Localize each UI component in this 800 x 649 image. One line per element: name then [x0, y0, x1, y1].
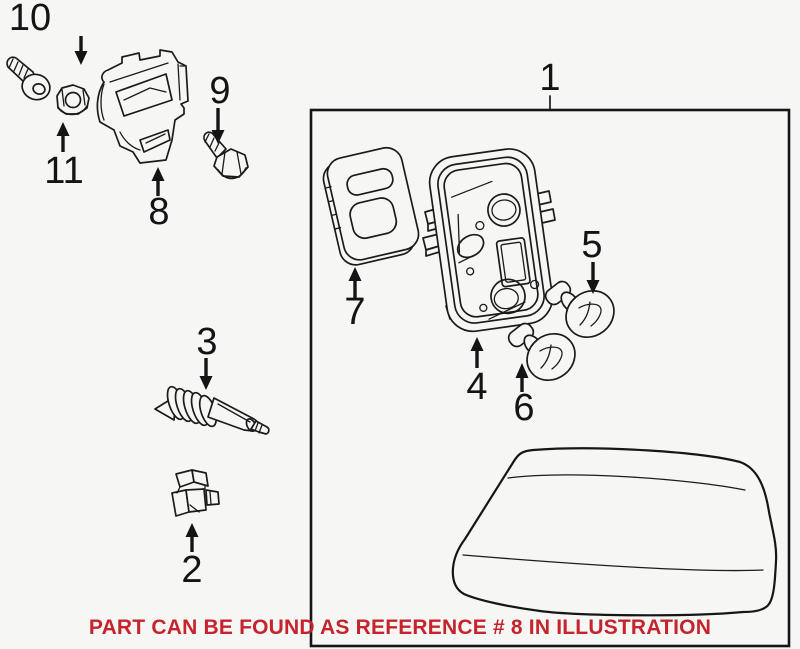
callout-label-9: 9: [209, 70, 231, 112]
callout-label-7: 7: [344, 291, 366, 333]
part-3-stud-drawing: [154, 385, 270, 435]
part-10-push-rivet-drawing: [6, 56, 51, 101]
arrow-to-part-9: [211, 108, 225, 144]
arrow-to-part-7: [348, 267, 362, 298]
callout-label-5: 5: [581, 224, 603, 266]
callout-label-3: 3: [196, 321, 218, 363]
arrow-to-part-5: [586, 262, 600, 294]
part-5-bulb-drawing: [544, 280, 615, 339]
part-8-bracket-drawing: [96, 49, 189, 164]
arrow-to-part-10: [74, 36, 88, 65]
arrow-to-part-3: [199, 358, 213, 390]
callout-label-8: 8: [148, 191, 170, 233]
callout-label-11: 11: [44, 150, 84, 192]
tail-lamp-lens-drawing: [451, 447, 778, 617]
arrow-to-part-4: [470, 337, 484, 368]
part-9-bolt-drawing: [203, 131, 249, 180]
callout-label-1: 1: [539, 57, 561, 99]
reference-note: PART CAN BE FOUND AS REFERENCE # 8 IN IL…: [88, 616, 712, 639]
part-6-bulb-drawing: [507, 322, 576, 382]
part-4-housing-drawing: [422, 148, 556, 333]
part-2-clip-drawing: [171, 469, 220, 517]
arrow-to-part-8: [151, 167, 165, 196]
part-7-gasket-drawing: [322, 146, 420, 266]
arrow-to-part-6: [515, 363, 529, 392]
callout-label-6: 6: [513, 387, 535, 429]
callout-label-4: 4: [466, 366, 488, 408]
arrow-to-part-11: [56, 122, 70, 152]
arrow-to-part-2: [185, 523, 199, 552]
callout-label-2: 2: [181, 549, 203, 591]
callout-label-10: 10: [8, 0, 52, 39]
part-11-flange-nut-drawing: [56, 84, 90, 116]
